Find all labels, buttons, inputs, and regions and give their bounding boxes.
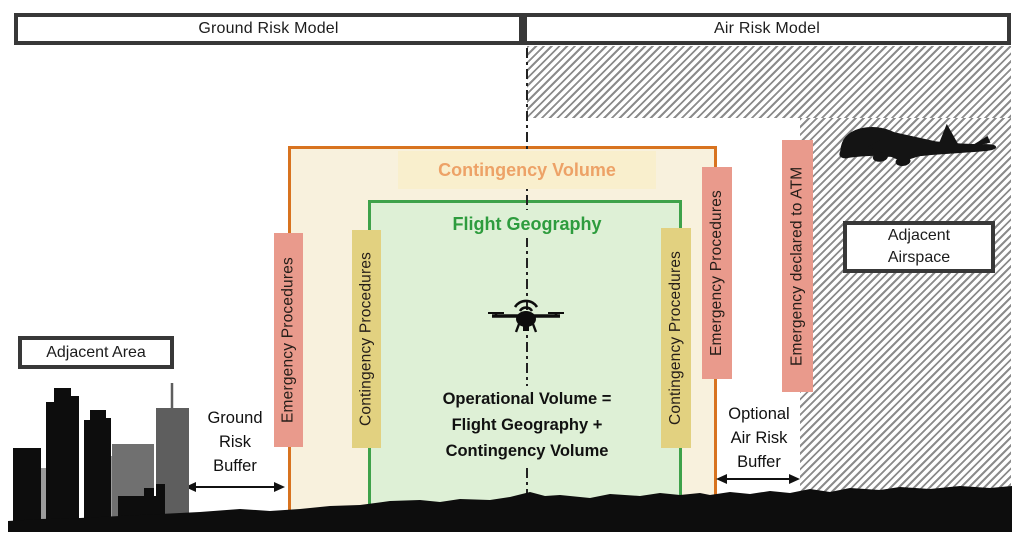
operational-line-3: Contingency Volume [445, 442, 609, 460]
ground-risk-model-label: Ground Risk Model [198, 20, 339, 37]
ground-buffer-line-1: Ground [207, 409, 263, 427]
ground-risk-model-header: Ground Risk Model [14, 13, 523, 45]
adjacent-airspace-box: Adjacent Airspace [843, 221, 995, 273]
air-buffer-line-3: Buffer [737, 453, 781, 471]
air-risk-buffer-label: Optional Air Risk Buffer [710, 402, 808, 474]
airspace-hatch-right [800, 118, 1011, 498]
ground-risk-buffer-arrow [185, 482, 285, 492]
air-risk-model-header: Air Risk Model [523, 13, 1011, 45]
ground-buffer-line-3: Buffer [213, 457, 257, 475]
adjacent-area-label: Adjacent Area [46, 343, 146, 361]
adjacent-airspace-line-2: Airspace [887, 249, 951, 266]
air-risk-buffer-arrow [716, 474, 800, 484]
ground-risk-buffer-label: Ground Risk Buffer [185, 406, 285, 478]
air-buffer-line-1: Optional [728, 405, 790, 423]
drone-icon [488, 299, 564, 333]
operational-line-1: Operational Volume = [442, 390, 612, 408]
air-risk-model-label: Air Risk Model [714, 20, 820, 37]
flight-geography-label: Flight Geography [417, 210, 637, 238]
contingency-volume-label: Contingency Volume [398, 151, 656, 189]
operational-volume-text: Operational Volume = Flight Geography + … [398, 386, 656, 464]
airplane-icon [839, 123, 997, 167]
operational-line-2: Flight Geography + [451, 416, 603, 434]
adjacent-airspace-line-1: Adjacent [887, 227, 951, 244]
adjacent-area-box: Adjacent Area [18, 336, 174, 369]
air-buffer-line-2: Air Risk [730, 429, 788, 447]
ground-buffer-line-2: Risk [218, 433, 252, 451]
airspace-hatch-top [527, 46, 1011, 118]
